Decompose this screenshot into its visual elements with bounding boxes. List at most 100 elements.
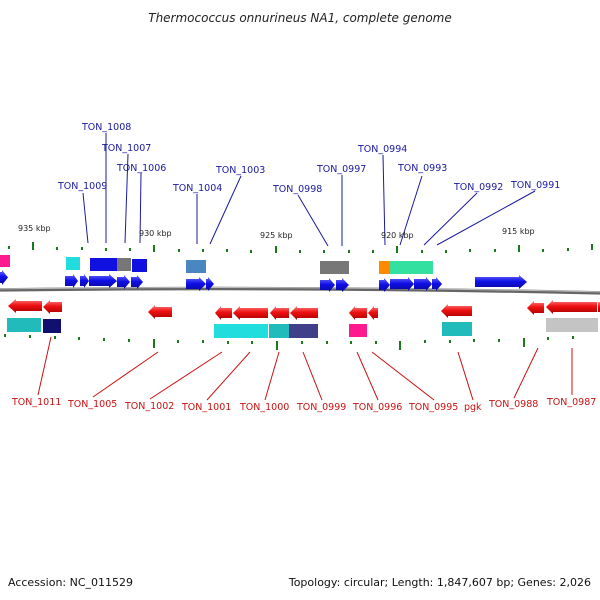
- tick-mark: [8, 246, 10, 249]
- gene-label-bottom[interactable]: TON_0996: [352, 402, 402, 413]
- gene-box[interactable]: [214, 324, 233, 338]
- gene-label-top[interactable]: TON_1007: [101, 143, 151, 154]
- tick-mark: [29, 335, 31, 338]
- gene-box[interactable]: [186, 260, 206, 273]
- gene-arrow-reverse[interactable]: [215, 306, 232, 320]
- gene-arrow-reverse[interactable]: [527, 301, 544, 315]
- gene-arrow-forward[interactable]: [336, 278, 349, 292]
- tick-mark: [153, 245, 155, 252]
- gene-arrow-reverse[interactable]: [546, 300, 597, 314]
- gene-arrow-reverse[interactable]: [441, 304, 472, 318]
- scale-label: 930 kbp: [139, 229, 172, 238]
- gene-label-top[interactable]: TON_1008: [81, 122, 131, 133]
- gene-arrow-reverse[interactable]: [148, 305, 172, 319]
- gene-arrow-reverse[interactable]: [43, 300, 62, 314]
- gene-box[interactable]: [336, 261, 349, 274]
- gene-box[interactable]: [546, 318, 598, 332]
- gene-box[interactable]: [269, 324, 289, 338]
- gene-arrow-forward[interactable]: [379, 278, 390, 292]
- gene-arrow-forward[interactable]: [117, 275, 130, 289]
- gene-label-bottom[interactable]: TON_0999: [296, 402, 346, 413]
- tick-mark: [128, 339, 130, 342]
- gene-box[interactable]: [7, 318, 41, 332]
- gene-box[interactable]: [390, 261, 413, 274]
- tick-mark: [103, 338, 105, 341]
- tick-mark: [518, 245, 520, 252]
- tick-mark: [323, 250, 325, 253]
- gene-box[interactable]: [117, 258, 131, 271]
- tick-mark: [523, 338, 525, 347]
- gene-arrow-forward[interactable]: [414, 277, 432, 291]
- gene-arrow-forward[interactable]: [80, 274, 89, 288]
- tick-mark: [227, 341, 229, 344]
- gene-arrow-forward[interactable]: [206, 277, 214, 291]
- gene-box[interactable]: [349, 324, 367, 337]
- gene-label-bottom[interactable]: pgk: [464, 402, 482, 413]
- gene-label-top[interactable]: TON_0993: [397, 163, 447, 174]
- gene-box[interactable]: [442, 322, 472, 336]
- gene-label-top[interactable]: TON_0991: [510, 180, 560, 191]
- gene-box[interactable]: [43, 319, 61, 333]
- gene-arrow-reverse[interactable]: [349, 306, 367, 320]
- gene-arrow-reverse[interactable]: [290, 306, 318, 320]
- gene-label-bottom[interactable]: TON_0988: [488, 399, 538, 410]
- gene-label-bottom[interactable]: TON_1002: [124, 401, 174, 412]
- gene-label-top[interactable]: TON_1004: [172, 183, 222, 194]
- gene-label-top[interactable]: TON_1009: [57, 181, 107, 192]
- tick-mark: [177, 340, 179, 343]
- leader-bottom: [37, 336, 52, 396]
- gene-arrow-reverse[interactable]: [270, 306, 289, 320]
- gene-arrow-reverse[interactable]: [368, 306, 378, 320]
- tick-mark: [372, 250, 374, 253]
- gene-label-top[interactable]: TON_1003: [215, 165, 265, 176]
- gene-arrow-forward[interactable]: [65, 274, 78, 288]
- gene-box[interactable]: [379, 261, 390, 274]
- gene-label-bottom[interactable]: TON_0987: [546, 397, 596, 408]
- leader-top: [209, 175, 242, 245]
- gene-label-bottom[interactable]: TON_1000: [239, 402, 289, 413]
- gene-label-top[interactable]: TON_1006: [116, 163, 166, 174]
- gene-arrow-forward[interactable]: [390, 277, 414, 291]
- tick-mark: [421, 250, 423, 253]
- gene-arrow-forward[interactable]: [89, 274, 117, 288]
- gene-label-bottom[interactable]: TON_1001: [181, 402, 231, 413]
- leader-top: [423, 192, 478, 246]
- gene-box[interactable]: [0, 255, 10, 267]
- gene-arrow-reverse[interactable]: [8, 299, 42, 313]
- gene-arrow-forward[interactable]: [0, 270, 8, 285]
- tick-mark: [424, 340, 426, 343]
- gene-box[interactable]: [90, 258, 117, 271]
- gene-arrow-forward[interactable]: [320, 278, 335, 292]
- gene-box[interactable]: [233, 324, 268, 338]
- gene-arrow-forward[interactable]: [131, 275, 143, 289]
- gene-arrow-forward[interactable]: [475, 275, 527, 289]
- scale-label: 920 kbp: [381, 231, 414, 240]
- leader-bottom: [302, 351, 323, 401]
- gene-box[interactable]: [132, 259, 147, 272]
- gene-label-bottom[interactable]: TON_1005: [67, 399, 117, 410]
- tick-mark: [547, 337, 549, 340]
- gene-label-bottom[interactable]: TON_1011: [11, 397, 61, 408]
- gene-arrow-forward[interactable]: [432, 277, 442, 291]
- gene-label-top[interactable]: TON_0994: [357, 144, 407, 155]
- leader-bottom: [457, 351, 474, 401]
- gene-box[interactable]: [289, 324, 318, 338]
- gene-box[interactable]: [413, 261, 433, 274]
- leader-bottom: [513, 347, 539, 399]
- leader-bottom: [356, 351, 379, 401]
- gene-label-bottom[interactable]: TON_0995: [408, 402, 458, 413]
- tick-mark: [251, 341, 253, 344]
- gene-box[interactable]: [66, 257, 80, 270]
- gene-box[interactable]: [320, 261, 336, 274]
- gene-label-top[interactable]: TON_0997: [316, 164, 366, 175]
- gene-arrow-reverse[interactable]: [233, 306, 268, 320]
- tick-mark: [567, 248, 569, 251]
- gene-label-top[interactable]: TON_0992: [453, 182, 503, 193]
- genome-backbone-highlight: [0, 287, 600, 293]
- gene-arrow-forward[interactable]: [186, 277, 206, 291]
- gene-label-top[interactable]: TON_0998: [272, 184, 322, 195]
- leader-top: [382, 154, 386, 246]
- tick-mark: [54, 336, 56, 339]
- scale-label: 935 kbp: [18, 224, 51, 233]
